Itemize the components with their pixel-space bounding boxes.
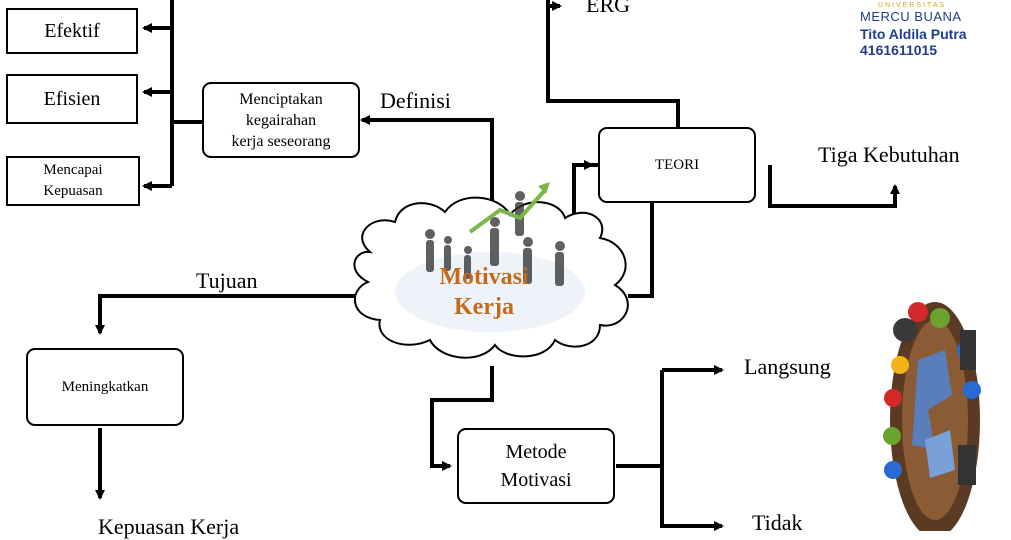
meningkatkan-node: Meningkatkan	[26, 348, 184, 426]
central-topic-line1: Motivasi	[439, 264, 529, 290]
metode-line1: Metode	[505, 441, 567, 463]
meningkatkan-label: Meningkatkan	[61, 378, 149, 395]
teori-label: TEORI	[654, 156, 700, 173]
metode-motivasi-node: Metode Motivasi	[457, 428, 615, 504]
university-small-label: UNIVERSITAS	[878, 2, 947, 9]
university-name: MERCU BUANA	[860, 9, 962, 24]
connector-erg	[546, 0, 680, 127]
tujuan-label: Tujuan	[196, 268, 258, 293]
erg-label: ERG	[586, 0, 630, 17]
central-topic-title: Motivasi Kerja	[394, 262, 574, 322]
mencapai-label-line2: Kepuasan	[43, 183, 103, 199]
efektif-node: Efektif	[6, 8, 138, 54]
connector-tujuan	[95, 294, 362, 335]
central-topic-line2: Kerja	[454, 294, 514, 320]
menciptakan-line3: kerja seseorang	[231, 132, 331, 150]
mencapai-kepuasan-node: Mencapai Kepuasan	[6, 156, 140, 206]
kepuasan-kerja-label: Kepuasan Kerja	[98, 514, 240, 539]
connector-tiga-kebutuhan	[768, 165, 900, 208]
metode-line2: Motivasi	[500, 469, 572, 491]
tidak-label: Tidak	[752, 510, 803, 535]
efektif-label: Efektif	[44, 19, 100, 42]
central-cloud	[353, 182, 629, 359]
efisien-node: Efisien	[6, 74, 138, 124]
student-id: 4161611015	[860, 42, 938, 58]
menciptakan-line1: Menciptakan	[239, 90, 323, 108]
langsung-label: Langsung	[744, 354, 831, 379]
menciptakan-line2: kegairahan	[245, 111, 317, 129]
efisien-label: Efisien	[43, 87, 101, 110]
mencapai-label-line1: Mencapai	[43, 162, 103, 178]
author-name: Tito Aldila Putra	[860, 26, 967, 42]
meeting-table-illustration	[883, 302, 981, 531]
author-branding: UNIVERSITAS MERCU BUANA Tito Aldila Putr…	[860, 2, 967, 58]
teori-node: TEORI	[598, 127, 756, 203]
menciptakan-node: Menciptakan kegairahan kerja seseorang	[202, 82, 360, 158]
connector-definisi	[360, 115, 494, 225]
definisi-label: Definisi	[380, 88, 451, 113]
connector-to-metode	[430, 366, 494, 471]
tiga-kebutuhan-label: Tiga Kebutuhan	[818, 142, 960, 167]
